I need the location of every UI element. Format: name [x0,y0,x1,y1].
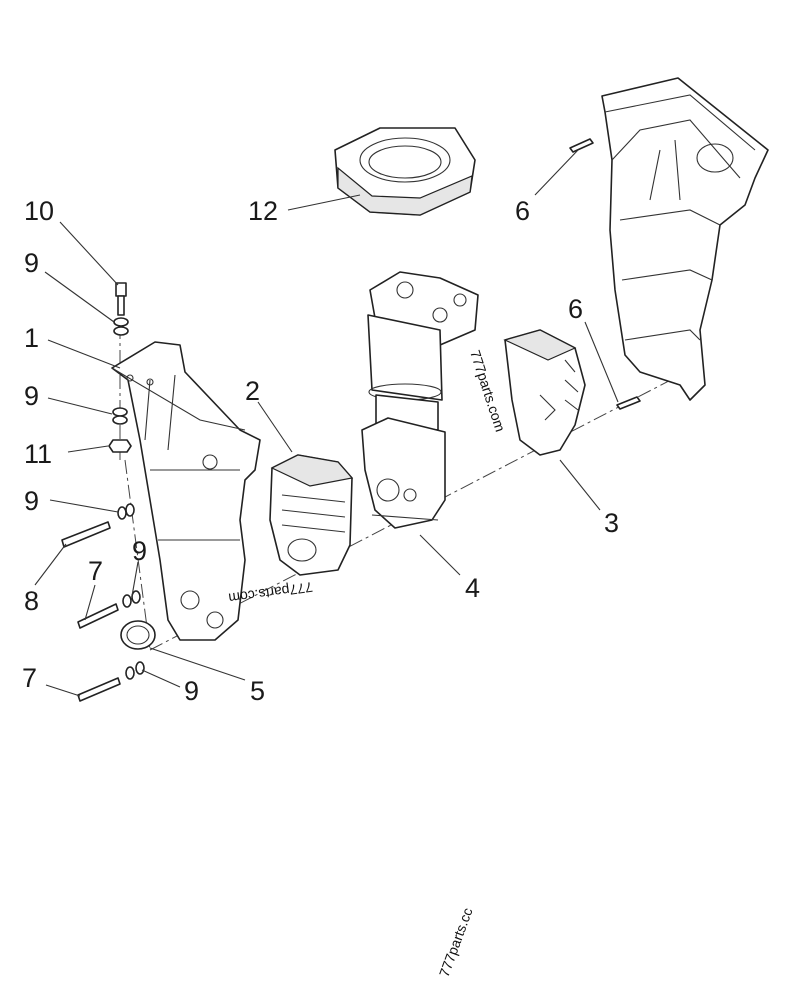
callout-8: 8 [24,586,39,616]
part-7-bolt-upper [77,590,141,629]
part-4-valve-assembly [361,271,479,529]
callout-7: 7 [88,556,103,586]
callout-7: 7 [22,663,37,693]
part-8-bolt [61,503,135,548]
callout-9: 9 [24,381,39,411]
callout-9: 9 [184,676,199,706]
callout-11: 11 [24,439,52,469]
callout-6: 6 [515,196,530,226]
watermark-bottom: 777parts.cc [436,906,476,979]
part-6-outer-housing [601,77,769,401]
part-2-sleeve [269,454,354,576]
part-7-bolt-lower [77,661,145,702]
part-1-main-housing [111,341,261,641]
callout-6: 6 [568,294,583,324]
part-9-washer-mid [112,407,128,425]
part-3-half-shell [503,329,586,456]
part-9-washer-upper [113,317,129,336]
leader-lines [34,149,619,697]
watermark-upright: 777parts.com [467,348,508,434]
part-5-cap [120,620,156,650]
callout-12: 12 [248,196,278,226]
callout-5: 5 [250,676,265,706]
part-12-adapter-plate [334,127,476,216]
callout-1: 1 [24,323,39,353]
callout-9: 9 [132,536,147,566]
callout-4: 4 [465,573,480,603]
callout-10: 10 [24,196,54,226]
dowel-pin-lower [616,396,641,410]
part-11-nut [108,439,132,453]
callout-9: 9 [24,248,39,278]
callout-3: 3 [604,508,619,538]
part-10-bolt [115,282,127,316]
dowel-pin-upper [569,138,594,153]
callout-2: 2 [245,376,260,406]
callout-9: 9 [24,486,39,516]
